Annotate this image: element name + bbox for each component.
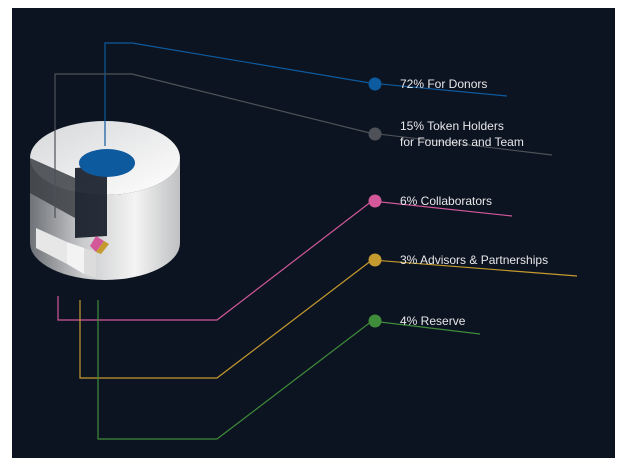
legend-label-donors: 72% For Donors xyxy=(400,77,487,91)
legend-label-reserve: 4% Reserve xyxy=(400,314,466,328)
legend-marker-token-holders xyxy=(368,127,382,141)
leader-line-donors xyxy=(104,42,508,146)
legend: 72% For Donors 15% Token Holders for Fou… xyxy=(368,77,548,328)
donut-step-3 xyxy=(84,248,96,278)
donut-step-2 xyxy=(67,242,84,274)
chart-panel: 72% For Donors 15% Token Holders for Fou… xyxy=(12,8,615,458)
slice-token-holders-wedge xyxy=(30,158,75,218)
leader-lines xyxy=(54,42,578,440)
legend-label-reserve-line-1: 4% Reserve xyxy=(400,314,466,328)
slice-collaborators-wedge xyxy=(90,236,104,252)
legend-label-advisors: 3% Advisors & Partnerships xyxy=(400,253,548,267)
donut-3d xyxy=(30,121,180,280)
donut-step-1 xyxy=(36,228,67,264)
leader-line-collaborators xyxy=(57,200,513,321)
leader-line-token-holders xyxy=(54,73,553,218)
legend-label-collaborators-line-1: 6% Collaborators xyxy=(400,194,492,208)
legend-label-token-holders-line-1: 15% Token Holders xyxy=(400,119,504,133)
legend-label-token-holders: 15% Token Holders for Founders and Team xyxy=(400,119,524,149)
legend-marker-donors xyxy=(368,77,382,91)
legend-marker-reserve xyxy=(368,314,382,328)
legend-label-collaborators: 6% Collaborators xyxy=(400,194,492,208)
donut-notch-shade xyxy=(75,166,107,238)
legend-label-donors-line-1: 72% For Donors xyxy=(400,77,487,91)
legend-label-advisors-line-1: 3% Advisors & Partnerships xyxy=(400,253,548,267)
legend-marker-collaborators xyxy=(368,194,382,208)
slice-advisors-wedge xyxy=(96,241,109,254)
legend-marker-advisors xyxy=(368,253,382,267)
slice-donors-hole xyxy=(79,149,135,177)
token-distribution-chart: 72% For Donors 15% Token Holders for Fou… xyxy=(30,42,578,440)
leader-line-reserve xyxy=(97,300,481,440)
legend-label-token-holders-line-2: for Founders and Team xyxy=(400,135,524,149)
leader-line-advisors xyxy=(79,259,578,379)
